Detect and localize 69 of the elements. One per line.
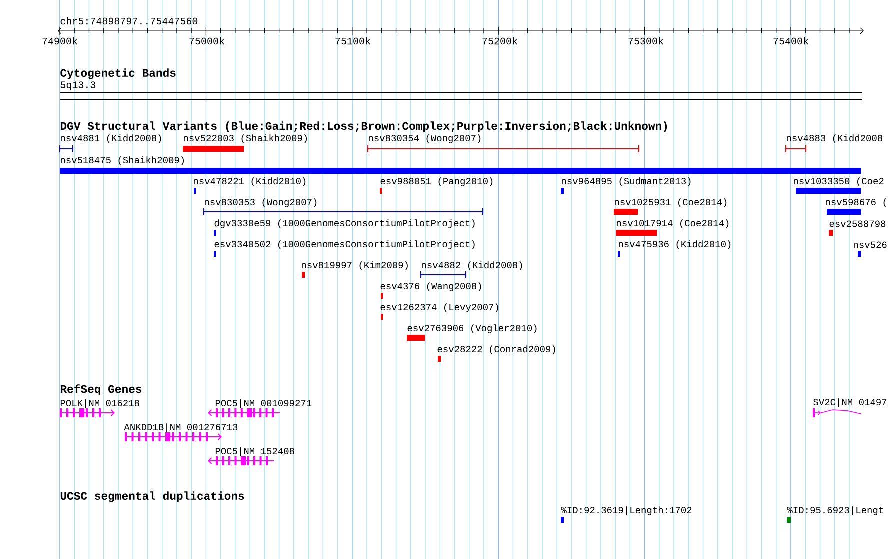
track-heading: UCSC segmental duplications bbox=[60, 492, 244, 502]
node-label: nsv526 bbox=[854, 242, 887, 248]
node-label: nsv475936 (Kidd2010) bbox=[619, 240, 731, 250]
variant-bar: %ID:92.3619|Length:1702 bbox=[561, 506, 692, 523]
variant-bar: nsv475936 (Kidd2010) bbox=[618, 240, 731, 257]
variant-span: nsv4882 (Kidd2008) bbox=[420, 262, 522, 279]
axis-tick-label: 75200k bbox=[482, 37, 518, 45]
node-label: ANKDD1B|NM_001276713 bbox=[124, 424, 238, 432]
gene-model: ANKDD1B|NM_001276713 bbox=[124, 424, 238, 442]
node-label: nsv1017914 (Coe2014) bbox=[617, 220, 729, 228]
node-label: nsv964895 (Sudmant2013) bbox=[562, 178, 691, 186]
node-label: POLK|NM_016218 bbox=[60, 400, 140, 408]
variant-span: nsv830354 (Wong2007) bbox=[368, 134, 640, 153]
node-label: nsv522003 (Shaikh2009) bbox=[184, 134, 308, 144]
variant-bar: esv3340502 (1000GenomesConsortiumPilotProject) bbox=[214, 240, 475, 257]
variant-bar: esv988051 (Pang2010) bbox=[380, 178, 493, 194]
axis-tick-label: 75300k bbox=[628, 37, 664, 45]
node-label: nsv1025931 (Coe2014) bbox=[615, 198, 727, 208]
variant-bar: nsv1033350 (Coe2 bbox=[794, 178, 884, 194]
variant-bar: %ID:95.6923|Lengt bbox=[787, 506, 884, 523]
node-label: esv1262374 (Levy2007) bbox=[380, 304, 498, 312]
node-label: esv3340502 (1000GenomesConsortiumPilotProject) bbox=[214, 240, 475, 250]
variant-bar: nsv522003 (Shaikh2009) bbox=[183, 134, 308, 152]
variant-bar: nsv1017914 (Coe2014) bbox=[616, 220, 729, 236]
node-label: SV2C|NM_01497 bbox=[814, 398, 887, 408]
node-label: nsv1033350 (Coe2 bbox=[794, 178, 884, 186]
axis-tick-label: 75000k bbox=[190, 37, 224, 45]
axis-tick-label: 75100k bbox=[336, 37, 370, 45]
gene-model: POLK|NM_016218 bbox=[60, 400, 140, 418]
variant-bar: esv2588798 bbox=[829, 220, 886, 236]
axis-tick-label: 74900k bbox=[42, 37, 78, 45]
node-label: nsv819997 (Kim2009) bbox=[302, 262, 408, 270]
node-label: esv2588798 bbox=[830, 220, 886, 228]
variant-bar: esv4376 (Wang2008) bbox=[380, 282, 482, 299]
variant-span: nsv830353 (Wong2007) bbox=[204, 198, 484, 216]
node-label: %ID:92.3619|Length:1702 bbox=[561, 506, 692, 516]
variant-bar: nsv518475 (Shaikh2009) bbox=[60, 156, 862, 174]
variant-bar: nsv1025931 (Coe2014) bbox=[614, 198, 727, 215]
axis-tick-label: 75400k bbox=[774, 37, 808, 45]
variant-bar: nsv526 bbox=[854, 242, 887, 257]
node-label: nsv478221 (Kidd2010) bbox=[194, 178, 306, 186]
variant-span: nsv4883 (Kidd2008 bbox=[786, 134, 882, 153]
gene-model: SV2C|NM_01497 bbox=[812, 398, 887, 418]
node-label: POC5|NM_001099271 bbox=[216, 400, 312, 408]
node-label: esv4376 (Wang2008) bbox=[380, 282, 482, 292]
track-heading: RefSeq Genes bbox=[60, 384, 142, 396]
variant-bar: nsv964895 (Sudmant2013) bbox=[561, 178, 691, 194]
variant-bar: esv2763906 (Vogler2010) bbox=[407, 324, 537, 341]
variant-span: nsv4881 (Kidd2008) bbox=[60, 134, 162, 153]
gene-model: POC5|NM_152408 bbox=[208, 448, 294, 466]
variant-bar: dgv3330e59 (1000GenomesConsortiumPilotProject) bbox=[214, 220, 475, 236]
node-label: %ID:95.6923|Lengt bbox=[787, 506, 884, 516]
node-label: nsv518475 (Shaikh2009) bbox=[61, 156, 184, 166]
band-label: 5q13.3 bbox=[60, 82, 96, 90]
node-label: esv988051 (Pang2010) bbox=[380, 178, 493, 186]
coordinate-range: chr5:74898797..75447560 bbox=[60, 17, 198, 25]
node-label: esv2763906 (Vogler2010) bbox=[408, 324, 537, 334]
variant-bar: esv28222 (Conrad2009) bbox=[438, 346, 556, 362]
track-heading: Cytogenetic Bands bbox=[60, 68, 176, 80]
node-label: nsv598676 ( bbox=[826, 198, 886, 208]
node-label: POC5|NM_152408 bbox=[216, 448, 294, 456]
node-label: esv28222 (Conrad2009) bbox=[438, 346, 556, 354]
node-label: dgv3330e59 (1000GenomesConsortiumPilotProject) bbox=[214, 220, 475, 228]
variant-bar: nsv819997 (Kim2009) bbox=[302, 262, 408, 278]
track-heading: DGV Structural Variants (Blue:Gain;Red:Loss;Brown:Complex;Purple:Inversion;Black:Unknown) bbox=[60, 122, 668, 132]
variant-bar: esv1262374 (Levy2007) bbox=[380, 304, 498, 320]
variant-bar: nsv478221 (Kidd2010) bbox=[194, 178, 306, 194]
gene-model: POC5|NM_001099271 bbox=[208, 400, 312, 418]
variant-bar: nsv598676 ( bbox=[826, 198, 886, 215]
